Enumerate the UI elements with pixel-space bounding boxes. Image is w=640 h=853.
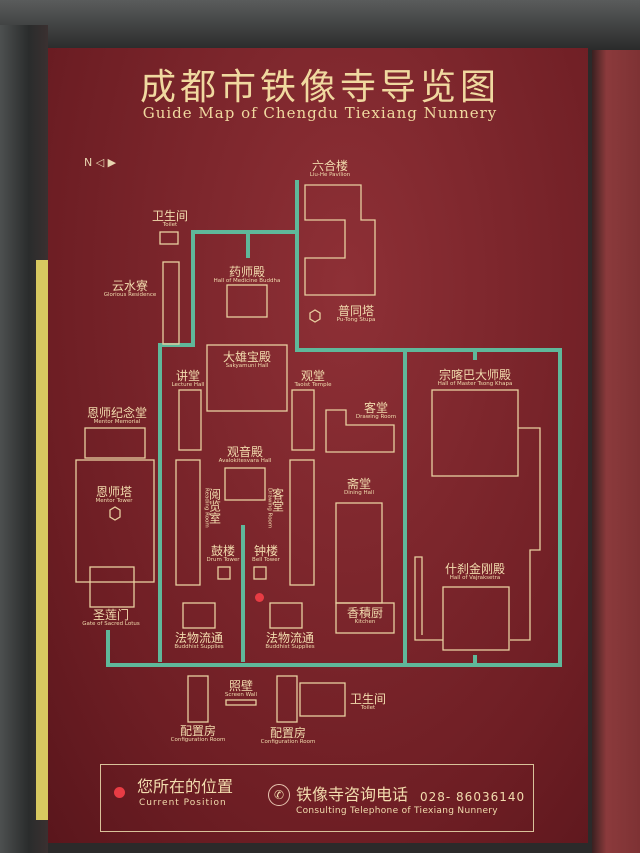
sakyamuni-hall (206, 344, 288, 412)
yunshui-residence (162, 261, 180, 345)
drum-tower (217, 566, 231, 580)
dining-hall (335, 502, 383, 604)
legend-box (100, 764, 534, 832)
phone-icon: ✆ (268, 784, 290, 806)
path (158, 230, 297, 662)
mentor-tower (75, 459, 155, 583)
legend-phone-number: 028- 86036140 (420, 790, 526, 804)
map-title-en: Guide Map of Chengdu Tiexiang Nunnery (142, 104, 498, 122)
mentor-memorial (84, 427, 146, 459)
toilet-south (299, 682, 346, 717)
paths (106, 180, 562, 667)
compass-label: N (84, 156, 93, 169)
avalokitesvara-hall (224, 467, 266, 501)
map-title-cn: 成都市铁像寺导览图 (139, 67, 500, 108)
roof-beam (0, 0, 640, 50)
supplies-east (269, 602, 303, 629)
adjacent-sign-edge (36, 260, 48, 820)
legend-phone-en: Consulting Telephone of Tiexiang Nunnery (296, 806, 498, 816)
lecture-hall-south (175, 459, 201, 586)
legend-phone-cn: 铁像寺咨询电话 (296, 785, 409, 804)
putong-stupa (309, 309, 321, 323)
buildings (75, 184, 541, 723)
west-wing (414, 556, 443, 641)
vajraksetra-hall (442, 586, 510, 651)
toilet-north (159, 231, 179, 245)
config-room-west (187, 675, 209, 723)
supplies-west (182, 602, 216, 629)
lecture-hall (178, 389, 202, 451)
east-wing (510, 427, 541, 641)
config-room-east (276, 675, 298, 723)
taoist-temple-south (289, 459, 315, 586)
liuhe-pavilion (304, 184, 376, 296)
right-panel (592, 50, 640, 853)
map-board (48, 48, 588, 843)
legend-current-cn: 您所在的位置 (137, 777, 234, 796)
tsong-khapa-hall (431, 389, 519, 477)
screen-wall (225, 699, 257, 706)
legend-current-en: Current Position (139, 798, 227, 808)
lotus-gate (89, 566, 135, 608)
compass-north-icon: N ◁ ▶ (84, 156, 117, 169)
path (106, 180, 562, 667)
legend-position-dot (114, 787, 125, 798)
medicine-buddha-hall (226, 284, 268, 318)
mentor-tower-stupa (109, 506, 121, 521)
taoist-temple (291, 389, 315, 451)
current-position-marker (255, 593, 264, 602)
kitchen (335, 602, 395, 634)
drawing-room (325, 409, 395, 453)
bell-tower (253, 566, 267, 580)
